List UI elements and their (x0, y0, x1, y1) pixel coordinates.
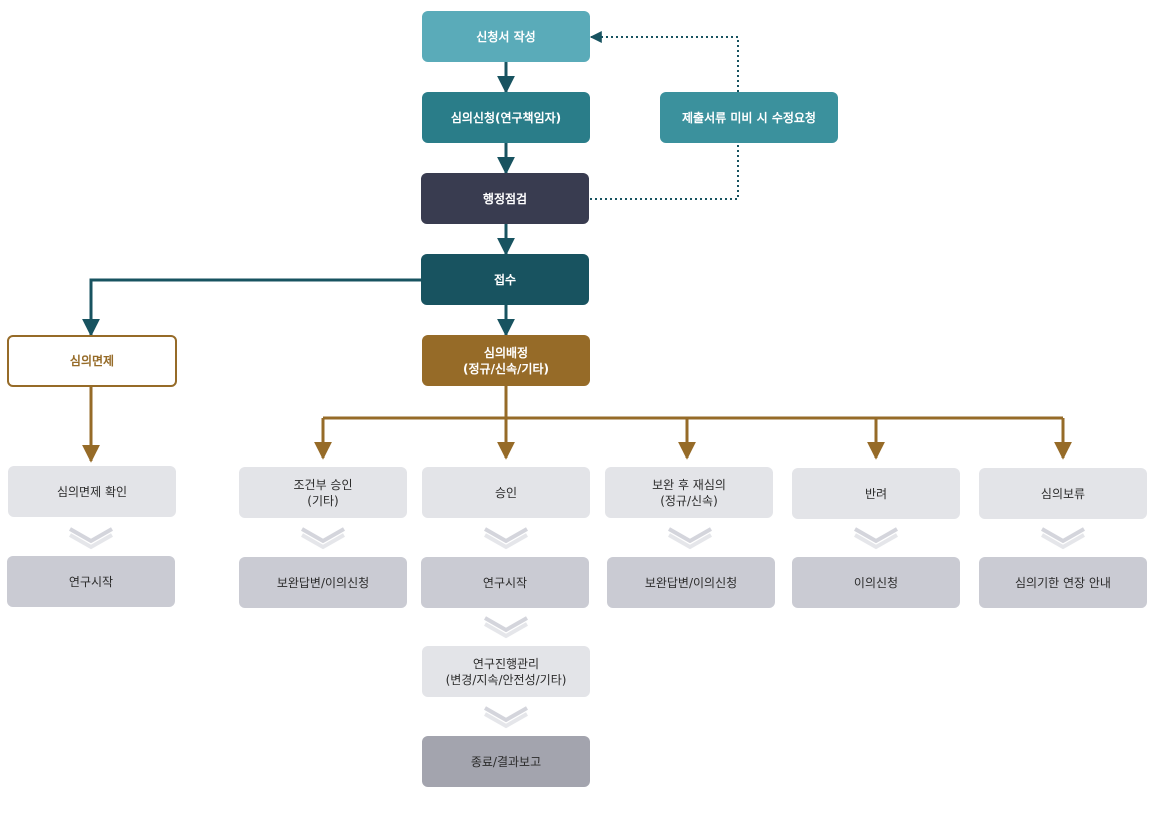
node-label: 심의면제 확인 (56, 484, 128, 499)
node-label: 연구시작 (68, 574, 114, 589)
node-label: 제출서류 미비 시 수정요청 (682, 110, 816, 125)
node-exemption-research-start: 연구시작 (7, 556, 175, 607)
node-label: 승인 (494, 485, 518, 500)
dotted-line-admin-check-to-revision (590, 143, 739, 200)
node-revision-request: 제출서류 미비 시 수정요청 (660, 92, 838, 143)
node-label: 심의기한 연장 안내 (1015, 575, 1111, 590)
node-label: 행정점검 (482, 191, 528, 206)
chevron-icon (301, 527, 345, 550)
node-label: 연구시작 (482, 575, 528, 590)
node-exemption: 심의면제 (7, 335, 177, 387)
node-label: 보완답변/이의신청 (276, 575, 370, 590)
dotted-arrow-revision-to-application (589, 31, 739, 92)
node-label: 반려 (864, 486, 888, 501)
node-assignment: 심의배정 (정규/신속/기타) (422, 335, 590, 386)
chevron-icon (69, 527, 113, 550)
node-progress-management: 연구진행관리 (변경/지속/안전성/기타) (422, 646, 590, 697)
node-label: 접수 (493, 272, 517, 287)
node-approval-research-start: 연구시작 (421, 557, 589, 608)
node-label: 보완답변/이의신청 (644, 575, 738, 590)
node-label: 보완 후 재심의 (정규/신속) (652, 477, 726, 508)
node-label: 조건부 승인 (기타) (293, 477, 353, 508)
node-conditional-approval: 조건부 승인 (기타) (239, 467, 407, 518)
node-label: 이의신청 (853, 575, 899, 590)
node-final-report: 종료/결과보고 (422, 736, 590, 787)
node-label: 심의면제 (69, 354, 115, 368)
chevron-icon (1041, 527, 1085, 550)
node-approval: 승인 (422, 467, 590, 518)
chevron-icon (484, 706, 528, 729)
node-label: 연구진행관리 (변경/지속/안전성/기타) (445, 656, 567, 687)
node-rejection-appeal: 이의신청 (792, 557, 960, 608)
node-review-request: 심의신청(연구책임자) (422, 92, 590, 143)
node-exemption-confirm: 심의면제 확인 (8, 466, 176, 517)
arrow-intake-to-exemption (82, 278, 421, 337)
node-label: 심의배정 (정규/신속/기타) (463, 345, 549, 376)
node-re-review-response: 보완답변/이의신청 (607, 557, 775, 608)
node-conditional-response: 보완답변/이의신청 (239, 557, 407, 608)
node-intake: 접수 (421, 254, 589, 305)
node-re-review: 보완 후 재심의 (정규/신속) (605, 467, 773, 518)
node-label: 신청서 작성 (476, 29, 536, 44)
chevron-icon (668, 527, 712, 550)
node-label: 심의신청(연구책임자) (450, 110, 562, 125)
chevron-icon (484, 616, 528, 639)
chevron-icon (484, 527, 528, 550)
chevron-icon (854, 527, 898, 550)
node-label: 종료/결과보고 (470, 754, 542, 769)
node-label: 심의보류 (1040, 486, 1086, 501)
node-admin-check: 행정점검 (421, 173, 589, 224)
node-rejection: 반려 (792, 468, 960, 519)
node-deferral: 심의보류 (979, 468, 1147, 519)
node-application: 신청서 작성 (422, 11, 590, 62)
node-deferral-extension: 심의기한 연장 안내 (979, 557, 1147, 608)
